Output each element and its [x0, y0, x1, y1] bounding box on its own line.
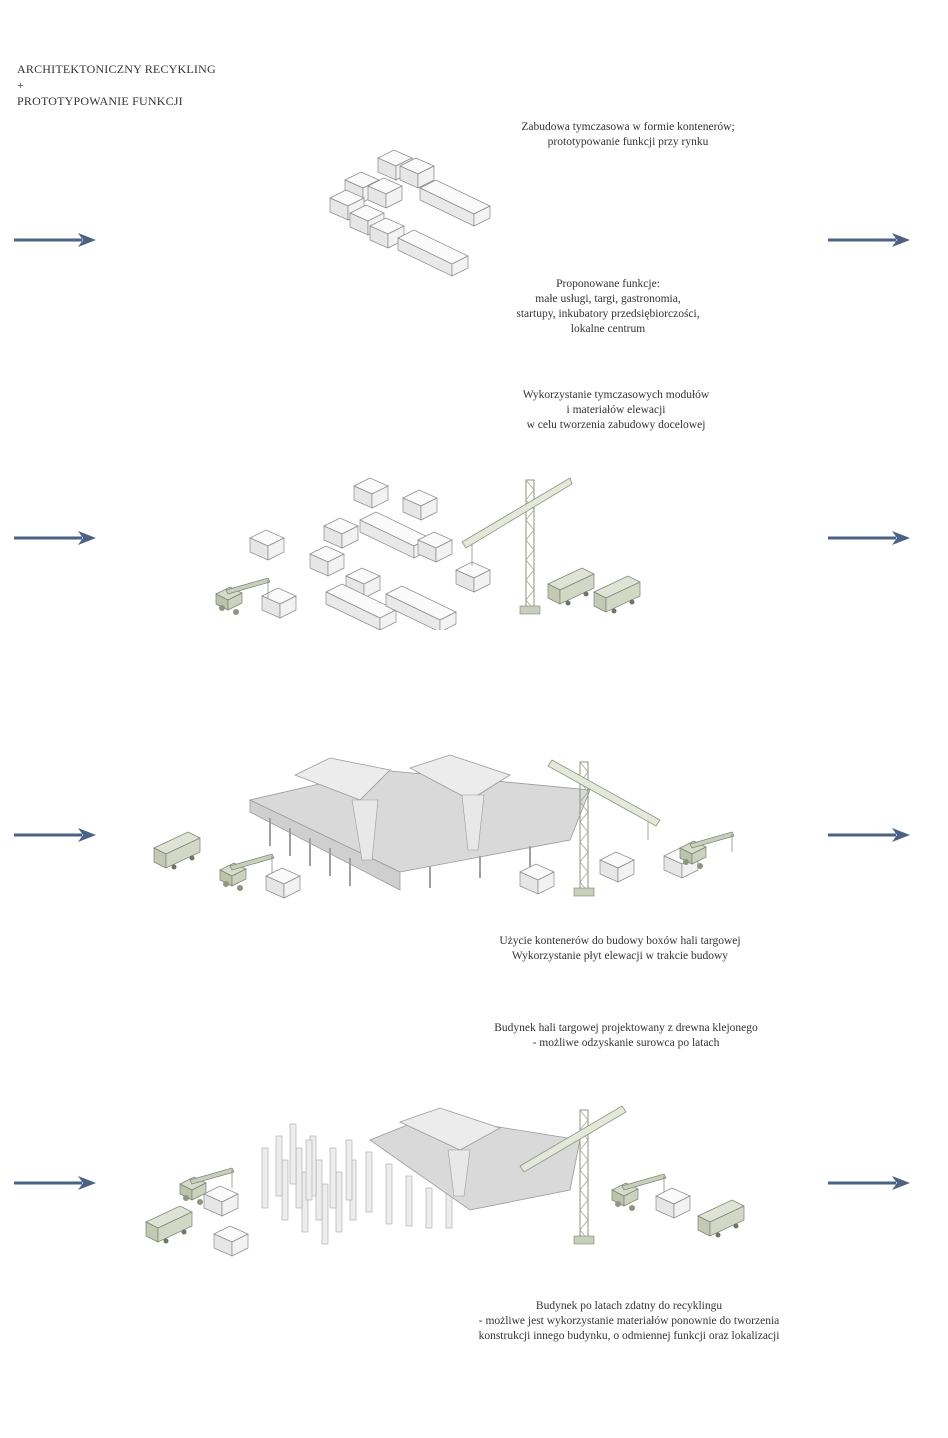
container-icon [309, 545, 345, 577]
caption-stage-2: Wykorzystanie tymczasowych modułów i mat… [466, 388, 766, 433]
arrow-right-icon [14, 1176, 96, 1190]
title-line-1: ARCHITEKTONICZNY RECYKLING [17, 62, 216, 76]
container-icon [203, 1185, 239, 1217]
caption-line: Wykorzystanie tymczasowych modułów [522, 389, 710, 401]
arrow-right-icon [828, 233, 910, 247]
container-icon [329, 150, 491, 277]
caption-line: Użycie kontenerów do budowy boxów hali t… [499, 935, 741, 947]
containers-scene [329, 150, 491, 277]
container-icon [655, 1187, 691, 1219]
caption-line: w celu tworzenia zabudowy docelowej [526, 419, 706, 431]
caption-stage-1: Zabudowa tymczasowa w formie kontenerów;… [478, 120, 778, 150]
arrow-right-icon [14, 531, 96, 545]
caption-line: konstrukcji innego budynku, o odmiennej … [478, 1330, 780, 1342]
caption-line: małe usługi, targi, gastronomia, [535, 293, 681, 305]
container-icon [323, 517, 359, 549]
container-icon [353, 477, 389, 509]
caption-line: - możliwe jest wykorzystanie materiałów … [478, 1315, 780, 1327]
truck-icon [593, 575, 641, 614]
truck-icon [153, 831, 201, 870]
container-icon [599, 851, 635, 883]
caption-line: Proponowane funkcje: [556, 278, 660, 290]
truck-icon [547, 567, 595, 606]
hall-construction-scene [153, 754, 735, 899]
caption-line: Zabudowa tymczasowa w formie kontenerów; [521, 121, 735, 133]
caption-stage-4: Budynek hali targowej projektowany z dre… [476, 1021, 776, 1051]
container-icon [213, 1225, 249, 1257]
container-icon [249, 529, 285, 561]
container-icon [265, 867, 301, 899]
caption-line: lokalne centrum [570, 323, 646, 335]
mobile-crane-icon [679, 831, 735, 870]
caption-line: Budynek po latach zdatny do recyklingu [535, 1300, 723, 1312]
title-line-2: + [17, 78, 24, 92]
arrow-right-icon [828, 1176, 910, 1190]
truck-icon [145, 1205, 193, 1244]
market-hall-icon [248, 754, 591, 891]
arrow-right-icon [14, 233, 96, 247]
market-hall-icon [369, 1107, 581, 1211]
container-icon [402, 489, 438, 521]
crane-icon [461, 477, 573, 615]
caption-line: prototypowanie funkcji przy rynku [547, 136, 709, 148]
caption-stage-5: Budynek po latach zdatny do recyklingu -… [449, 1299, 809, 1344]
arrow-right-icon [14, 828, 96, 842]
caption-line: startupy, inkubatory przedsiębiorczości, [516, 308, 700, 320]
container-icon [385, 585, 457, 630]
crane-icon [547, 759, 661, 897]
crane-icon [519, 1105, 627, 1245]
caption-stage-3: Użycie kontenerów do budowy boxów hali t… [470, 934, 770, 964]
truck-icon [697, 1199, 745, 1238]
page-title: ARCHITEKTONICZNY RECYKLING + PROTOTYPOWA… [17, 61, 216, 109]
recycling-scene [145, 1105, 745, 1257]
container-icon [261, 587, 297, 619]
timber-column-icon [261, 1123, 453, 1245]
caption-line: Wykorzystanie płyt elewacji w trakcie bu… [511, 950, 729, 962]
dismantle-scene [215, 477, 641, 630]
caption-line: Budynek hali targowej projektowany z dre… [494, 1022, 758, 1034]
caption-functions: Proponowane funkcje: małe usługi, targi,… [458, 277, 758, 337]
container-icon [519, 863, 555, 895]
caption-line: - możliwe odzyskanie surowca po latach [532, 1037, 720, 1049]
caption-line: i materiałów elewacji [566, 404, 666, 416]
arrow-right-icon [828, 531, 910, 545]
container-icon [455, 561, 491, 593]
arrow-right-icon [828, 828, 910, 842]
title-line-3: PROTOTYPOWANIE FUNKCJI [17, 94, 183, 108]
